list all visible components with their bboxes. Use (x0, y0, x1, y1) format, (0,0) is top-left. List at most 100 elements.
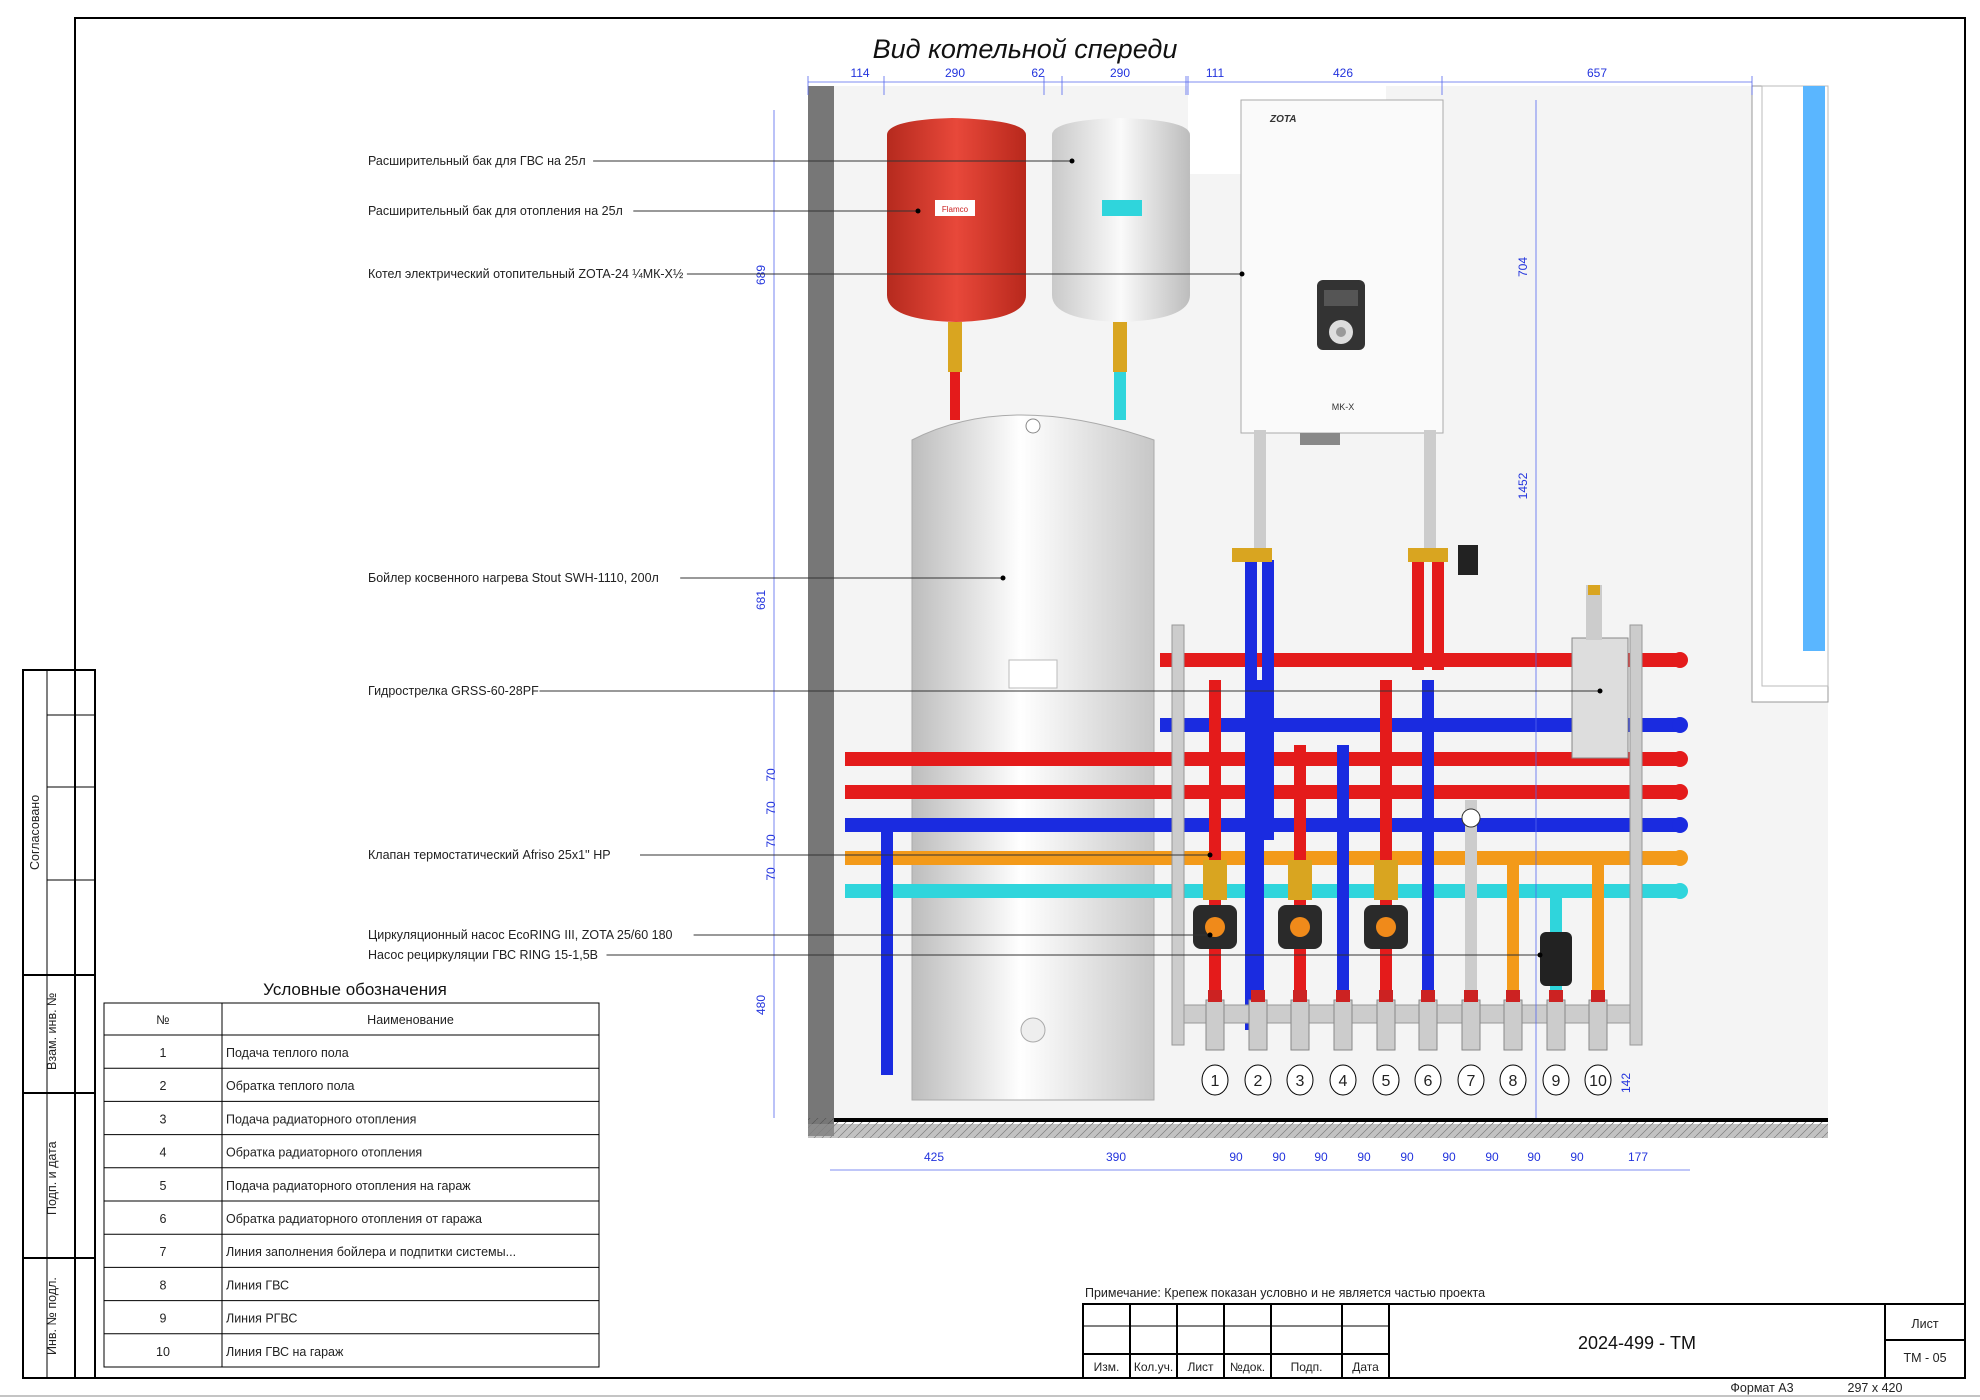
wall-section (808, 86, 834, 1136)
expansion-tank-heating: Flamco (887, 118, 1026, 372)
legend-row-no: 10 (156, 1345, 170, 1359)
outlet-fitting-6 (1418, 999, 1438, 1051)
legend-row-no: 9 (160, 1312, 167, 1326)
legend-table-border (103, 1002, 600, 1368)
dim-top-4: 111 (1206, 66, 1225, 80)
legend-row-name: Обратка радиаторного отопления (226, 1146, 422, 1160)
dim-top-3: 290 (1110, 66, 1130, 80)
pump-fitting (1203, 860, 1227, 900)
outlet-number-4: 4 (1339, 1073, 1348, 1090)
ball-valve-5 (1379, 990, 1393, 1002)
tb-col-3: №док. (1230, 1360, 1265, 1374)
dim-top-0: 114 (850, 66, 869, 80)
dim-bottom-10: 90 (1570, 1150, 1584, 1164)
pipe-return (1160, 718, 1680, 732)
outlet-circle (1542, 1064, 1570, 1096)
outlet-fitting-7 (1461, 999, 1481, 1051)
recirculation-pump (1540, 932, 1572, 986)
floor-line (834, 1118, 1828, 1122)
dim-left-2: 70 (764, 768, 778, 782)
dim-left-5: 70 (764, 867, 778, 881)
tank-brand: Flamco (942, 205, 969, 214)
legend-header-no: № (156, 1013, 169, 1027)
dim-bottom-5: 90 (1357, 1150, 1371, 1164)
riser-2 (1252, 680, 1264, 1040)
legend-row-no: 8 (160, 1278, 167, 1292)
outlet-fitting-2 (1248, 999, 1268, 1051)
note: Примечание: Крепеж показан условно и не … (1085, 1286, 1485, 1300)
outlet-number-3: 3 (1296, 1073, 1305, 1090)
dim-right-2: 142 (1619, 1073, 1633, 1093)
dim-bottom-4: 90 (1314, 1150, 1328, 1164)
pump-fitting (1288, 860, 1312, 900)
mounting-rail (1171, 1004, 1643, 1024)
riser-6 (1422, 680, 1434, 1040)
legend-row-name: Линия ГВС (226, 1278, 289, 1292)
callout-dot-3 (1239, 271, 1245, 277)
pipe-end-return (1672, 817, 1688, 833)
riser-return-2 (1262, 560, 1274, 840)
riser-4 (1337, 745, 1349, 1040)
pumps (1193, 808, 1572, 986)
boiler-pipe-right (1424, 430, 1436, 555)
dim-right-1: 1452 (1516, 472, 1530, 499)
outlet-number-2: 2 (1254, 1073, 1263, 1090)
outlet-circle (1499, 1064, 1527, 1096)
outlet-number-1: 1 (1211, 1073, 1220, 1090)
ball-valve-9 (1549, 990, 1563, 1002)
riser-supply-2 (1432, 560, 1444, 670)
outlet-fitting-3 (1290, 999, 1310, 1051)
valve-left (1232, 548, 1272, 562)
callout-dot-7 (1207, 932, 1213, 938)
legend-row-no: 1 (160, 1046, 167, 1060)
boiler-pipe-left (1254, 430, 1266, 555)
legend-row-no: 3 (160, 1112, 167, 1126)
dim-bottom-11: 177 (1628, 1150, 1648, 1164)
callout-dot-4 (1000, 575, 1006, 581)
dim-left-6: 480 (754, 995, 768, 1015)
ball-valve-7 (1464, 990, 1478, 1002)
dim-bottom-2: 90 (1229, 1150, 1243, 1164)
outlet-circle (1457, 1064, 1485, 1096)
outlet-fitting-8 (1503, 999, 1523, 1051)
legend-row-name: Подача радиаторного отопления на гараж (226, 1179, 471, 1193)
outlet-number-5: 5 (1382, 1073, 1391, 1090)
expansion-tank-dhw (1052, 118, 1190, 420)
dim-bottom-3: 90 (1272, 1150, 1286, 1164)
outlet-fitting-4 (1333, 999, 1353, 1051)
dim-bottom-0: 425 (924, 1150, 944, 1164)
dim-left-4: 70 (764, 834, 778, 848)
floor-slab (808, 1124, 1828, 1138)
pipe-tank-heating (950, 372, 960, 420)
stamp-sign-date: Подп. и дата (45, 1141, 59, 1215)
callout-label-1: Расширительный бак для ГВС на 25л (368, 154, 586, 168)
electric-boiler: ZOTA MK-X (1188, 86, 1444, 445)
outlet-fitting-1 (1205, 999, 1225, 1051)
pump-dial (1205, 917, 1225, 937)
legend-row-no: 5 (160, 1179, 167, 1193)
legend-row-no: 6 (160, 1212, 167, 1226)
riser-supply (1412, 560, 1424, 670)
format-label: Формат А3 (1730, 1381, 1793, 1395)
legend-row-name: Подача радиаторного отопления (226, 1112, 416, 1126)
pipe-end-cold (1672, 883, 1688, 899)
pressure-gauge (1461, 808, 1481, 828)
callout-label-3: Котел электрический отопительный ZOTA-24… (368, 267, 684, 281)
legend-row-name: Линия ГВС на гараж (226, 1345, 344, 1359)
riser-7 (1465, 800, 1477, 1040)
sheet-number: ТМ - 05 (1903, 1351, 1946, 1365)
ball-valve-2 (1251, 990, 1265, 1002)
dim-top-2: 62 (1031, 66, 1045, 80)
pipe-end-supply (1672, 751, 1688, 767)
outlet-fitting-10 (1588, 999, 1608, 1051)
legend-row-name: Обратка теплого пола (226, 1079, 355, 1093)
legend-row-name: Линия РГВС (226, 1312, 297, 1326)
callout-label-7: Циркуляционный насос EcoRING III, ZOTA 2… (368, 928, 673, 942)
tb-col-2: Лист (1187, 1360, 1214, 1374)
callout-label-8: Насос рециркуляции ГВС RING 15-1,5В (368, 948, 598, 962)
format-size: 297 x 420 (1848, 1381, 1903, 1395)
outlet-number-8: 8 (1509, 1073, 1518, 1090)
dim-left-0: 689 (754, 265, 768, 285)
